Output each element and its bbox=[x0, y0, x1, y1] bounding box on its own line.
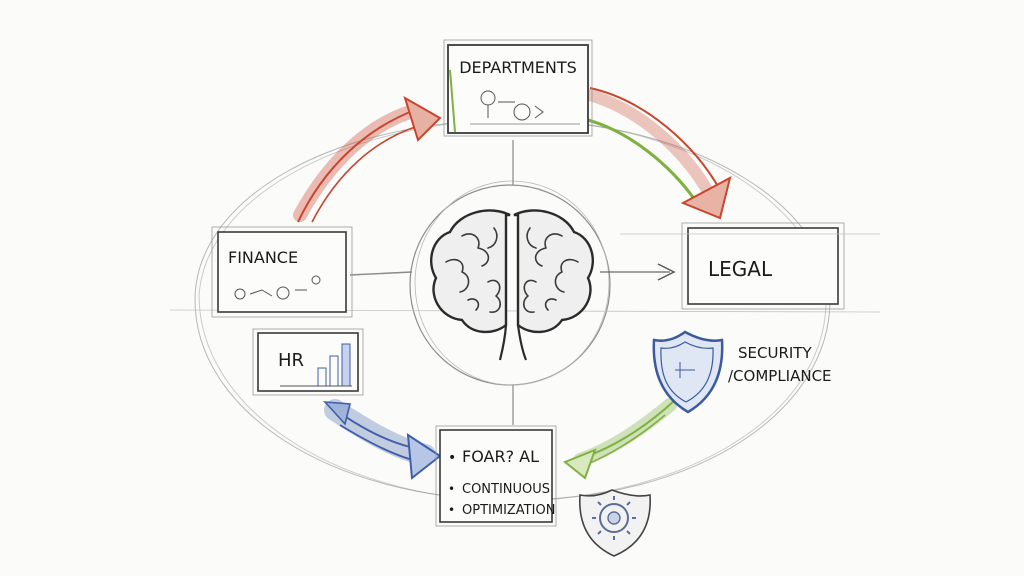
center-label-line2: CONTINUOUS bbox=[462, 482, 550, 497]
flow-sketch-icon bbox=[234, 275, 321, 300]
arrow-hr-to-center bbox=[323, 399, 442, 480]
center-label-line1: FOAR? AL bbox=[462, 447, 539, 466]
svg-text:•: • bbox=[448, 503, 455, 517]
arrow-departments-to-legal bbox=[584, 87, 732, 220]
svg-text:•: • bbox=[448, 482, 455, 496]
security-label-line1: SECURITY bbox=[738, 344, 812, 362]
shield-icon bbox=[652, 330, 724, 414]
arrow-security-to-center bbox=[563, 398, 677, 480]
process-sketch-icon bbox=[470, 90, 580, 125]
departments-node: DEPARTMENTS bbox=[443, 39, 593, 137]
bar-sketch-icon bbox=[280, 343, 352, 387]
legal-label: LEGAL bbox=[708, 257, 773, 281]
finance-node: FINANCE bbox=[211, 226, 353, 318]
legal-node: LEGAL bbox=[620, 222, 880, 310]
brain-icon bbox=[430, 209, 594, 361]
center-bottom-node: • FOAR? AL • CONTINUOUS • OPTIMIZATION bbox=[435, 425, 557, 527]
svg-text:•: • bbox=[448, 450, 456, 466]
hr-label: HR bbox=[278, 350, 304, 371]
arrow-finance-to-departments bbox=[293, 95, 442, 223]
finance-label: FINANCE bbox=[228, 248, 298, 267]
gear-shield-icon bbox=[579, 489, 651, 557]
security-node: SECURITY /COMPLIANCE bbox=[652, 330, 832, 414]
departments-label: DEPARTMENTS bbox=[459, 58, 577, 77]
security-label-line2: /COMPLIANCE bbox=[728, 367, 832, 385]
center-label-line3: OPTIMIZATION bbox=[462, 503, 555, 518]
hr-node: HR bbox=[252, 328, 364, 396]
